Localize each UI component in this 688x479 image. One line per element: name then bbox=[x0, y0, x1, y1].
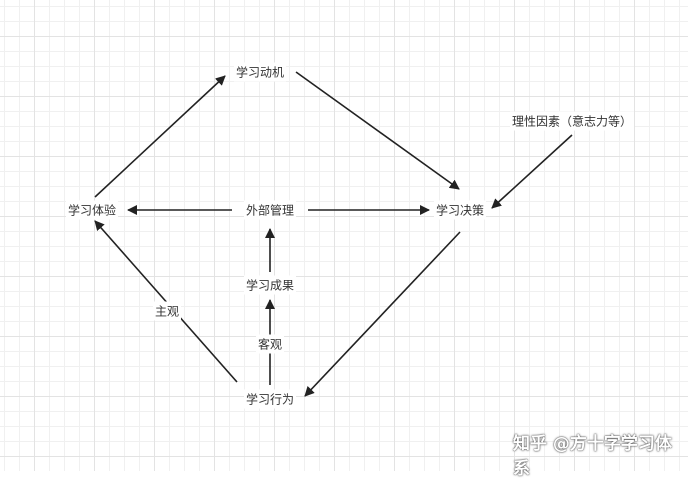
edge-rational-decision bbox=[491, 134, 573, 209]
node-behavior[interactable]: 学习行为 bbox=[243, 389, 297, 409]
node-rational[interactable]: 理性因素（意志力等） bbox=[509, 111, 635, 131]
node-result[interactable]: 学习成果 bbox=[243, 275, 297, 295]
node-experience[interactable]: 学习体验 bbox=[65, 200, 119, 220]
node-external[interactable]: 外部管理 bbox=[243, 200, 297, 220]
edge-motivation-decision bbox=[295, 71, 460, 190]
edge-label-objective: 客观 bbox=[255, 334, 285, 354]
watermark: 知乎 @方十字学习体系 bbox=[513, 434, 672, 479]
node-motivation[interactable]: 学习动机 bbox=[233, 62, 287, 82]
edge-experience-motivation bbox=[94, 75, 226, 198]
node-decision[interactable]: 学习决策 bbox=[433, 200, 487, 220]
edge-label-subjective: 主观 bbox=[152, 301, 182, 321]
edge-decision-behavior bbox=[304, 231, 461, 397]
